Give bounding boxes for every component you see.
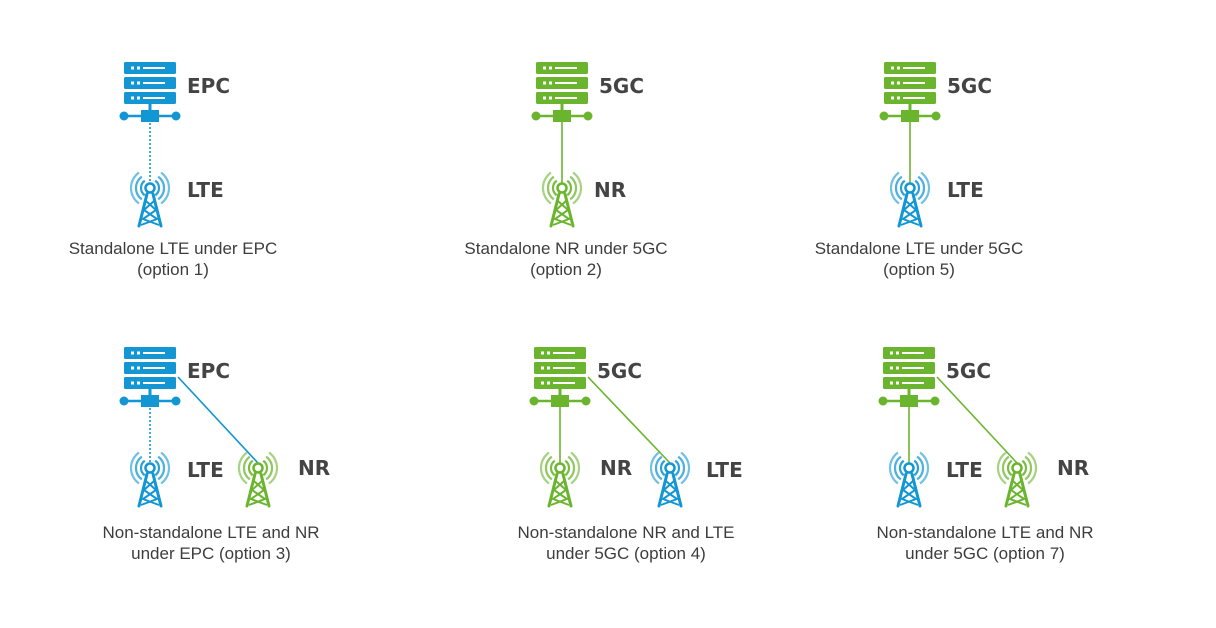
caption-line: Standalone LTE under EPC <box>68 239 278 258</box>
core-label: EPC <box>187 74 230 98</box>
cell-tower-icon <box>996 451 1038 508</box>
station-label: LTE <box>946 458 983 482</box>
diagram-caption: Standalone NR under 5GC (option 2) <box>406 238 726 280</box>
diagram-option-7: 5GC LTE NR <box>878 347 1089 508</box>
diagram-option-3: EPC LTE NR <box>119 347 330 508</box>
diagram-option-4: 5GC NR LTE <box>529 347 743 508</box>
station-label: LTE <box>187 458 224 482</box>
cell-tower-icon <box>539 451 581 508</box>
station-label: LTE <box>706 458 743 482</box>
connection-lines <box>149 376 259 464</box>
cell-tower-icon <box>888 451 930 508</box>
core-server-icon <box>119 347 181 407</box>
cell-tower-icon <box>129 171 171 228</box>
diagram-caption: Standalone LTE under 5GC (option 5) <box>759 238 1079 280</box>
station-label: LTE <box>187 178 224 202</box>
caption-line: under 5GC (option 4) <box>546 544 706 563</box>
caption-line: Non-standalone NR and LTE <box>517 523 735 542</box>
caption-line: Standalone NR under 5GC <box>464 239 668 258</box>
cell-tower-icon <box>237 451 279 508</box>
caption-line: (option 2) <box>530 260 602 279</box>
cell-tower-icon <box>541 171 583 228</box>
cell-tower-icon <box>649 451 691 508</box>
connection-lines <box>908 376 1018 464</box>
diagram-caption: Non-standalone LTE and NR under 5GC (opti… <box>825 522 1145 564</box>
caption-line: (option 1) <box>137 260 209 279</box>
caption-line: under EPC (option 3) <box>131 544 291 563</box>
core-server-icon <box>529 347 591 407</box>
station-label: NR <box>1057 456 1089 480</box>
diagram-option-2: 5GC NR <box>531 62 644 228</box>
caption-line: Non-standalone LTE and NR <box>102 523 320 542</box>
core-link-line <box>587 376 671 464</box>
core-link-line <box>936 376 1018 464</box>
diagram-caption: Non-standalone NR and LTE under 5GC (opti… <box>466 522 786 564</box>
core-label: 5GC <box>597 359 642 383</box>
core-label: 5GC <box>599 74 644 98</box>
caption-line: Non-standalone LTE and NR <box>876 523 1094 542</box>
station-label: NR <box>298 456 330 480</box>
station-label: NR <box>594 178 626 202</box>
caption-line: (option 5) <box>883 260 955 279</box>
diagram-caption: Non-standalone LTE and NR under EPC (opti… <box>51 522 371 564</box>
station-label: LTE <box>947 178 984 202</box>
core-link-line <box>177 376 259 464</box>
cell-tower-icon <box>889 171 931 228</box>
diagram-option-5: 5GC LTE <box>879 62 992 228</box>
core-label: 5GC <box>947 74 992 98</box>
core-server-icon <box>878 347 940 407</box>
connection-lines <box>559 376 671 464</box>
caption-line: under 5GC (option 7) <box>905 544 1065 563</box>
core-label: EPC <box>187 359 230 383</box>
diagram-option-1: EPC LTE <box>119 62 230 228</box>
diagram-caption: Standalone LTE under EPC (option 1) <box>13 238 333 280</box>
cell-tower-icon <box>129 451 171 508</box>
station-label: NR <box>600 456 632 480</box>
core-server-icon <box>531 62 593 122</box>
core-server-icon <box>119 62 181 122</box>
caption-line: Standalone LTE under 5GC <box>814 239 1024 258</box>
core-label: 5GC <box>946 359 991 383</box>
core-server-icon <box>879 62 941 122</box>
